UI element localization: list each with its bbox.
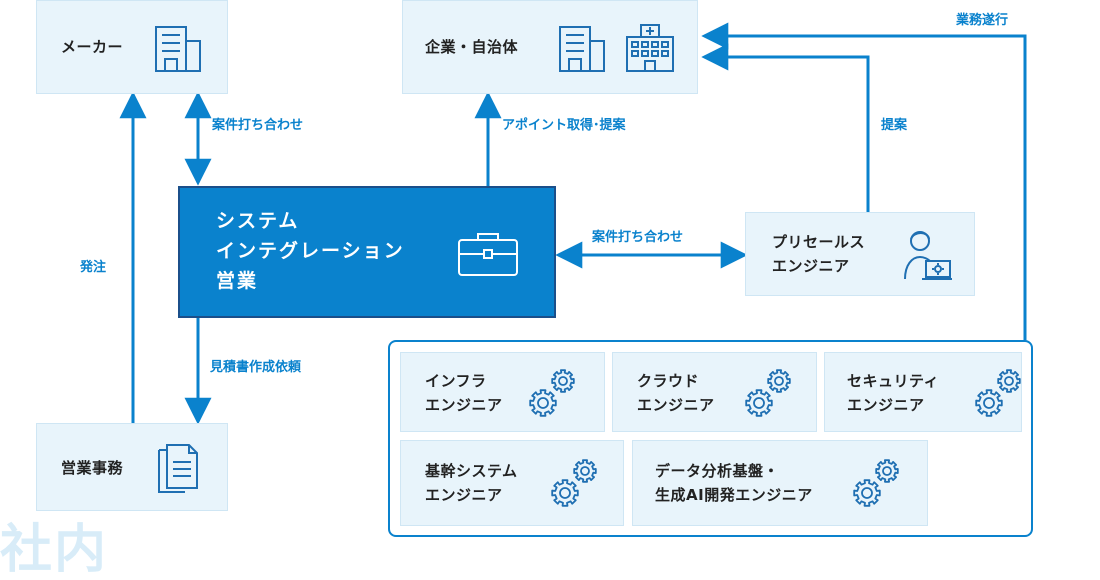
documents-icon <box>158 444 198 493</box>
node-data-ai-label: データ分析基盤・ 生成AI開発エンジニア <box>655 462 813 504</box>
edge-proposal <box>701 43 870 212</box>
edge-label-presales-meeting: 案件打ち合わせ <box>592 230 684 245</box>
node-maker-label: メーカー <box>61 38 124 56</box>
node-data-ai: データ分析基盤・ 生成AI開発エンジニア <box>632 440 928 526</box>
edge-label-proposal: 提案 <box>881 118 908 133</box>
node-core-label: 基幹システム エンジニア <box>425 462 518 504</box>
building-icon <box>155 26 201 72</box>
gears-icon <box>529 369 575 417</box>
gears-icon <box>975 369 1021 417</box>
node-infra-label: インフラ エンジニア <box>425 372 503 414</box>
node-sales-office-label: 営業事務 <box>61 459 124 477</box>
edge-label-estimate: 見積書作成依頼 <box>210 360 302 375</box>
edge-execution <box>701 22 1027 340</box>
node-si-sales: システム インテグレーション 営業 <box>178 186 556 318</box>
node-cloud-label: クラウド エンジニア <box>637 372 715 414</box>
edge-label-appointment: アポイント取得･提案 <box>502 118 626 133</box>
office-building-icon <box>626 24 674 72</box>
node-cloud: クラウド エンジニア <box>612 352 817 432</box>
node-sales-office: 営業事務 <box>36 423 228 511</box>
node-presales-label: プリセールス エンジニア <box>772 233 866 275</box>
node-presales: プリセールス エンジニア <box>745 212 975 296</box>
edge-label-order: 発注 <box>80 260 107 275</box>
node-core: 基幹システム エンジニア <box>400 440 624 526</box>
watermark: 社内 <box>0 520 109 580</box>
briefcase-icon <box>458 233 518 276</box>
node-maker: メーカー <box>36 0 228 94</box>
person-laptop-icon <box>904 231 952 280</box>
edge-label-maker-meeting: 案件打ち合わせ <box>212 118 304 133</box>
node-infra: インフラ エンジニア <box>400 352 605 432</box>
node-security: セキュリティ エンジニア <box>824 352 1022 432</box>
node-enterprise-label: 企業・自治体 <box>425 38 519 56</box>
node-enterprise: 企業・自治体 <box>402 0 698 94</box>
edge-label-execution: 業務遂行 <box>956 13 1009 28</box>
gears-icon <box>551 459 597 507</box>
gears-icon <box>853 459 899 507</box>
node-si-sales-label: システム インテグレーション 営業 <box>216 210 405 292</box>
node-security-label: セキュリティ エンジニア <box>847 372 940 414</box>
gears-icon <box>745 369 791 417</box>
building-icon <box>559 26 605 72</box>
